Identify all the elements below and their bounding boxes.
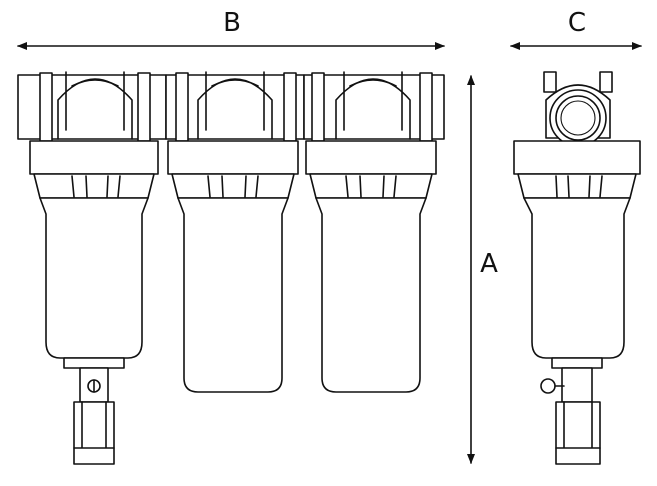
dimension-c-label: C	[568, 8, 586, 38]
filter-housing-2	[165, 71, 305, 393]
front-view	[17, 71, 445, 465]
dimension-b-label: B	[223, 8, 241, 38]
dimension-b: B	[17, 8, 445, 50]
dimension-a: A	[467, 75, 498, 464]
dimension-a-label: A	[480, 249, 498, 279]
filter-housing-3	[303, 71, 445, 393]
dimension-c: C	[510, 8, 642, 50]
side-view	[513, 71, 641, 465]
filter-housing-1	[17, 71, 167, 465]
